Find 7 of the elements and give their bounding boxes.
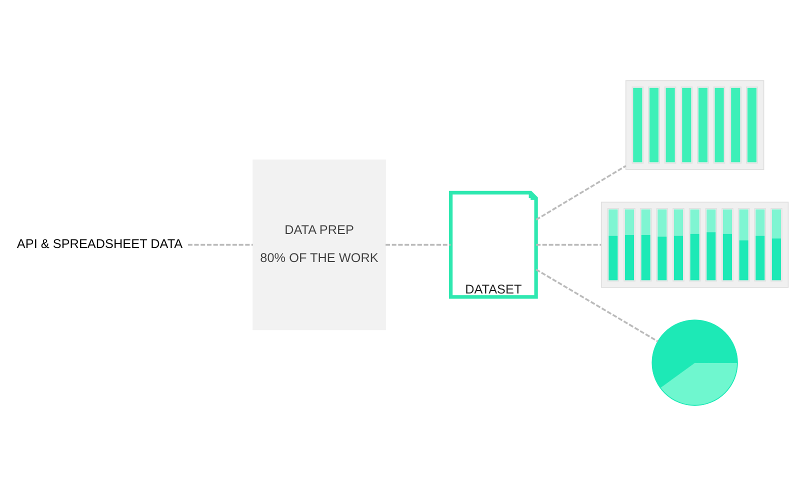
connector [536,243,602,246]
node-text: API & SPREADSHEET DATA [16,236,183,251]
node-box: DATA PREP 80% OF THE WORK [252,159,386,330]
connector [386,243,451,246]
connector [536,268,658,342]
connector [188,243,253,246]
connector [536,164,626,220]
